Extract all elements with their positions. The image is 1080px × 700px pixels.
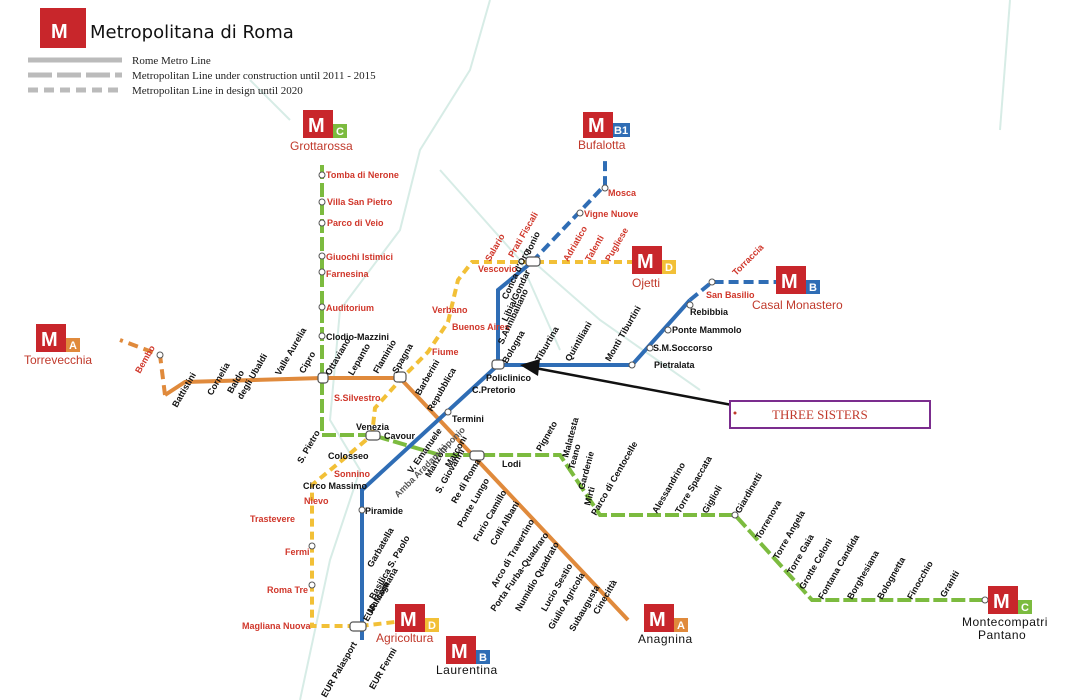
- svg-text:B1: B1: [614, 125, 628, 137]
- line-c: [320, 165, 985, 602]
- background-river: [249, 0, 1011, 700]
- svg-text:Piramide: Piramide: [365, 506, 403, 516]
- page-title: Metropolitana di Roma: [90, 22, 294, 43]
- terminus-agricoltura: M D Agricoltura: [376, 604, 439, 645]
- terminus-anagnina: M A Anagnina: [638, 604, 693, 646]
- svg-text:Mirti: Mirti: [582, 486, 597, 507]
- terminus-pantano: M C Montecompatri Pantano: [962, 586, 1048, 642]
- svg-text:S.M.Soccorso: S.M.Soccorso: [653, 343, 713, 353]
- legend-dashed-label: Metropolitan Line under construction unt…: [132, 70, 376, 82]
- callout-label: THREE SISTERS: [772, 407, 868, 422]
- svg-text:Vigne Nuove: Vigne Nuove: [584, 209, 638, 219]
- svg-text:Giuochi Istimici: Giuochi Istimici: [326, 252, 393, 262]
- svg-text:B: B: [809, 282, 817, 294]
- svg-text:S.Silvestro: S.Silvestro: [334, 393, 381, 403]
- terminus-casal-label: Casal Monastero: [752, 298, 843, 312]
- svg-text:Verbano: Verbano: [432, 305, 468, 315]
- svg-text:M: M: [451, 641, 468, 663]
- svg-text:Circo Massimo: Circo Massimo: [303, 481, 368, 491]
- terminus-bufalotta-label: Bufalotta: [578, 138, 626, 152]
- svg-text:Vescovio: Vescovio: [478, 264, 518, 274]
- svg-text:B: B: [479, 652, 487, 664]
- terminus-casal-monastero: M B Casal Monastero: [752, 266, 843, 312]
- svg-text:M: M: [637, 251, 654, 273]
- title-block: M Metropolitana di Roma: [40, 8, 294, 48]
- station-dots: [156, 171, 989, 604]
- svg-text:Termini: Termini: [452, 414, 484, 424]
- svg-text:Magliana Nuova: Magliana Nuova: [242, 621, 312, 631]
- svg-text:D: D: [428, 620, 436, 632]
- terminus-grottarossa-label: Grottarossa: [290, 139, 353, 153]
- svg-text:A: A: [677, 620, 685, 632]
- svg-text:Fermi: Fermi: [285, 547, 310, 557]
- legend-solid-label: Rome Metro Line: [132, 55, 211, 67]
- svg-text:C: C: [336, 126, 344, 138]
- terminus-ojetti-label: Ojetti: [632, 276, 660, 290]
- svg-text:Lodi: Lodi: [502, 459, 521, 469]
- line-b-ext: [688, 280, 780, 302]
- svg-text:Policlinico: Policlinico: [486, 373, 532, 383]
- svg-text:Buenos Aires: Buenos Aires: [452, 322, 510, 332]
- svg-text:Nievo: Nievo: [304, 496, 329, 506]
- terminus-torrevecchia: M A Torrevecchia: [24, 324, 92, 367]
- svg-text:Roma Tre: Roma Tre: [267, 585, 308, 595]
- svg-text:Rebibbia: Rebibbia: [690, 307, 729, 317]
- svg-text:Fiume: Fiume: [432, 347, 459, 357]
- terminus-grottarossa: M C Grottarossa: [290, 110, 353, 153]
- svg-text:Parco di Veio: Parco di Veio: [327, 218, 384, 228]
- terminus-anagnina-label: Anagnina: [638, 632, 693, 646]
- svg-text:Auditorium: Auditorium: [326, 303, 374, 313]
- svg-text:M: M: [781, 271, 798, 293]
- svg-text:Villa San Pietro: Villa San Pietro: [327, 197, 393, 207]
- terminus-pantano-label-1: Montecompatri: [962, 615, 1048, 629]
- svg-text:Mosca: Mosca: [608, 188, 637, 198]
- svg-text:Ponte Mammolo: Ponte Mammolo: [672, 325, 742, 335]
- svg-text:A: A: [69, 340, 77, 352]
- terminus-ojetti: M D Ojetti: [632, 246, 676, 290]
- station-labels: Tomba di Nerone Villa San Pietro Parco d…: [242, 170, 755, 631]
- svg-text:M: M: [308, 115, 325, 137]
- svg-text:Farnesina: Farnesina: [326, 269, 370, 279]
- svg-text:M: M: [993, 591, 1010, 613]
- terminus-pantano-label-2: Pantano: [978, 628, 1026, 642]
- svg-text:Trastevere: Trastevere: [250, 514, 295, 524]
- interchange-stations: [317, 256, 541, 632]
- svg-text:M: M: [41, 329, 58, 351]
- legend: Rome Metro Line Metropolitan Line under …: [28, 55, 376, 97]
- svg-text:Cavour: Cavour: [384, 431, 416, 441]
- svg-text:Pietralata: Pietralata: [654, 360, 696, 370]
- svg-text:M: M: [588, 115, 605, 137]
- svg-text:Venezia: Venezia: [356, 422, 390, 432]
- terminus-laurentina: M B Laurentina: [436, 636, 498, 677]
- terminus-torrevecchia-label: Torrevecchia: [24, 353, 92, 367]
- svg-text:M: M: [400, 609, 417, 631]
- svg-text:Colosseo: Colosseo: [328, 451, 369, 461]
- svg-text:Clodio-Mazzini: Clodio-Mazzini: [326, 332, 389, 342]
- svg-text:M: M: [649, 609, 666, 631]
- terminus-bufalotta: M B1 Bufalotta: [578, 112, 630, 152]
- legend-dotted-label: Metropolitan Line in design until 2020: [132, 85, 303, 97]
- three-sisters-callout: THREE SISTERS: [520, 359, 931, 429]
- title-logo-letter: M: [51, 21, 68, 43]
- svg-text:D: D: [665, 262, 673, 274]
- svg-text:C.Pretorio: C.Pretorio: [472, 385, 516, 395]
- line-b-branch: [496, 260, 534, 365]
- terminus-laurentina-label: Laurentina: [436, 663, 498, 677]
- svg-text:C: C: [1021, 602, 1029, 614]
- svg-text:Tomba di Nerone: Tomba di Nerone: [326, 170, 399, 180]
- svg-text:San Basilio: San Basilio: [706, 290, 755, 300]
- svg-text:Sonnino: Sonnino: [334, 469, 370, 479]
- metro-logo-icon: [40, 8, 86, 48]
- terminus-agricoltura-label: Agricoltura: [376, 631, 434, 645]
